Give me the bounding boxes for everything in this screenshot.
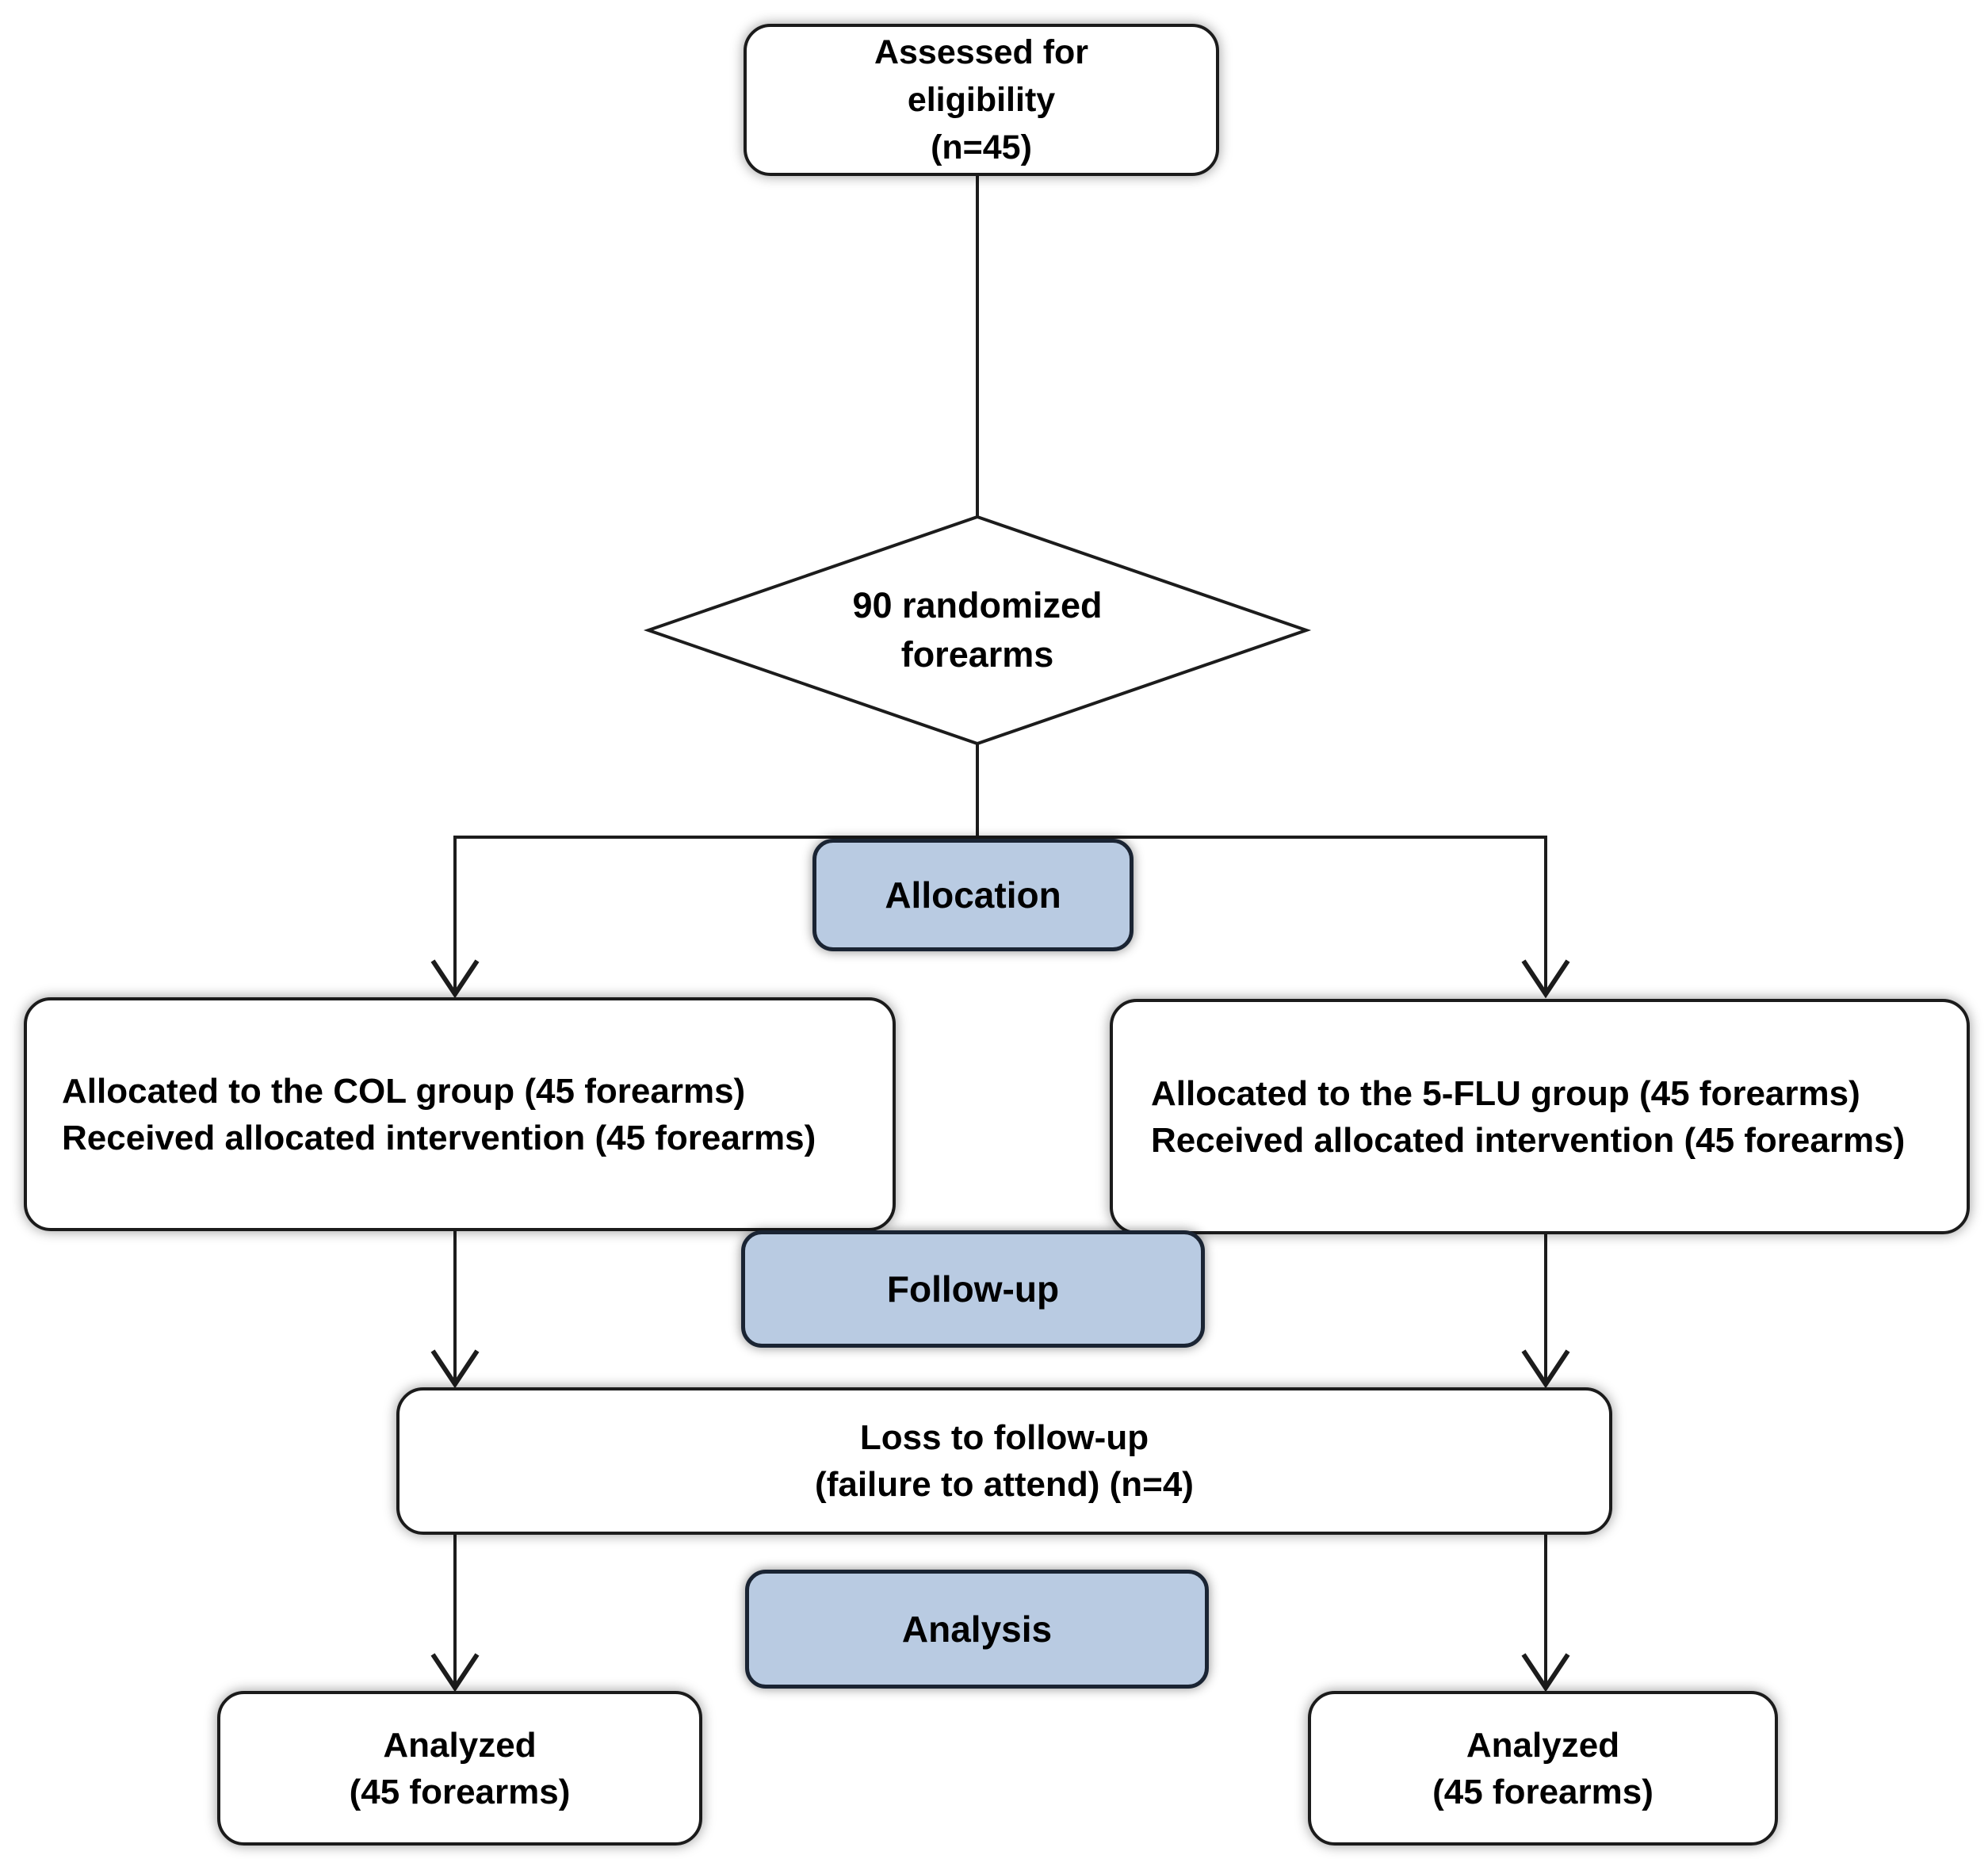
arrowhead-down-left-analyzed — [430, 1653, 480, 1693]
arrowhead-down-left-allocation — [430, 959, 480, 999]
arrowhead-down-right-analyzed — [1521, 1653, 1570, 1693]
followup-stage-label: Follow-up — [741, 1230, 1205, 1348]
flu-group-box: Allocated to the 5-FLU group (45 forearm… — [1110, 999, 1970, 1234]
arrowhead-down-right-loss — [1521, 1349, 1570, 1389]
randomized-line-1: 90 randomized — [852, 585, 1103, 625]
analyzed-left-line-1: Analyzed — [383, 1725, 537, 1765]
arrowhead-down-right-allocation — [1521, 959, 1570, 999]
analyzed-left-line-2: (45 forearms) — [349, 1772, 571, 1811]
connector-branch-rail — [453, 836, 1547, 991]
loss-to-followup-box: Loss to follow-up (failure to attend) (n… — [396, 1387, 1612, 1535]
col-group-line-2: Received allocated intervention (45 fore… — [62, 1118, 816, 1157]
col-group-box: Allocated to the COL group (45 forearms)… — [24, 997, 896, 1231]
analysis-label-text: Analysis — [901, 1608, 1053, 1650]
analyzed-right-line-1: Analyzed — [1466, 1725, 1620, 1765]
assessed-eligibility-box: Assessed for eligibility (n=45) — [744, 24, 1219, 176]
randomized-line-2: forearms — [900, 634, 1054, 675]
flu-group-line-1: Allocated to the 5-FLU group (45 forearm… — [1151, 1073, 1860, 1113]
allocation-stage-label: Allocation — [812, 839, 1134, 951]
followup-label-text: Follow-up — [886, 1268, 1060, 1310]
randomized-diamond-label: 90 randomized forearms — [740, 572, 1215, 688]
allocation-label-text: Allocation — [885, 874, 1061, 916]
analyzed-left-box: Analyzed (45 forearms) — [217, 1691, 702, 1846]
assessed-line-1: Assessed for — [874, 33, 1089, 71]
assessed-line-2: eligibility — [907, 81, 1056, 119]
col-group-line-1: Allocated to the COL group (45 forearms) — [62, 1071, 746, 1111]
arrowhead-down-left-loss — [430, 1349, 480, 1389]
analysis-stage-label: Analysis — [745, 1570, 1209, 1689]
loss-line-2: (failure to attend) (n=4) — [815, 1465, 1194, 1504]
flu-group-line-2: Received allocated intervention (45 fore… — [1151, 1120, 1906, 1160]
analyzed-right-line-2: (45 forearms) — [1432, 1772, 1653, 1811]
loss-line-1: Loss to follow-up — [859, 1418, 1149, 1457]
analyzed-right-box: Analyzed (45 forearms) — [1308, 1691, 1778, 1846]
assessed-line-3: (n=45) — [931, 128, 1032, 166]
